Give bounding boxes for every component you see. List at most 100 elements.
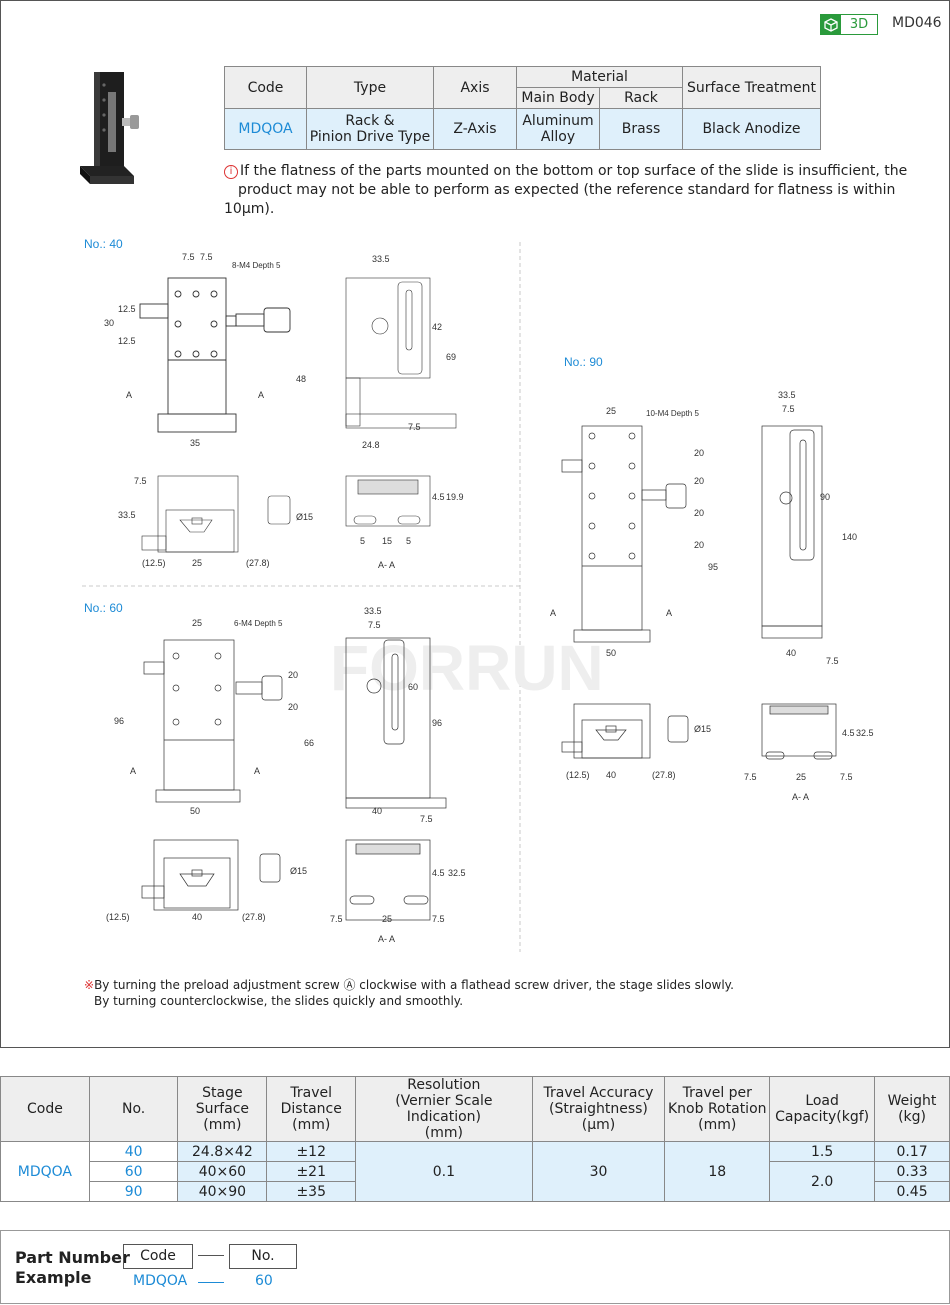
no60-d335: 33.5	[364, 606, 382, 616]
sel-header-accuracy: Travel Accuracy(Straightness) (μm)	[531, 1076, 666, 1142]
stage-h3: (mm)	[203, 1117, 242, 1133]
no60-d20a: 20	[288, 670, 298, 680]
no60-bphi: Ø15	[290, 866, 307, 876]
pn-title-1: Part Number	[15, 1248, 130, 1267]
header-rack: Rack	[599, 87, 683, 109]
no90-d140: 140	[842, 532, 857, 542]
travel-h2: Distance	[280, 1101, 342, 1117]
no60-b278: (27.8)	[242, 912, 266, 922]
no90-a1: A	[550, 608, 556, 618]
no60-c75b: 7.5	[432, 914, 445, 924]
no40-d125b: 12.5	[118, 336, 136, 346]
no40-b75: 7.5	[134, 476, 147, 486]
no60-d60: 60	[408, 682, 418, 692]
no60-label: No.: 60	[84, 601, 123, 615]
3d-model-button[interactable]: 3D	[820, 14, 878, 35]
no90-d20a: 20	[694, 448, 704, 458]
document-code: MD046	[892, 15, 942, 31]
no90-label: No.: 90	[564, 355, 603, 369]
sel-weight-90: 0.45	[874, 1181, 950, 1202]
notice-line-1: If the flatness of the parts mounted on …	[240, 163, 908, 179]
load-h1: Load	[805, 1093, 839, 1109]
no40-d42: 42	[432, 322, 442, 332]
no90-d25: 25	[606, 406, 616, 416]
info-icon: i	[224, 165, 238, 179]
no90-holes: 10-M4 Depth 5	[646, 409, 699, 418]
pn-no-value: 60	[255, 1273, 273, 1289]
main-body-line-1: Aluminum	[522, 113, 594, 129]
res-h3: (mm)	[424, 1125, 463, 1141]
sel-travel-40: ±12	[266, 1141, 357, 1162]
no60-d20b: 20	[288, 702, 298, 712]
no60-d25: 25	[192, 618, 202, 628]
no90-d20b: 20	[694, 476, 704, 486]
rot-h2: Knob Rotation	[668, 1101, 767, 1117]
no60-a2: A	[254, 766, 260, 776]
sel-no-90: 90	[88, 1181, 179, 1202]
no90-d75: 7.5	[782, 404, 795, 414]
pn-title-2: Example	[15, 1268, 92, 1287]
no40-bphi: Ø15	[296, 512, 313, 522]
no40-d335: 33.5	[372, 254, 390, 264]
3d-label: 3D	[849, 17, 869, 32]
no90-d20d: 20	[694, 540, 704, 550]
cell-surface: Black Anodize	[682, 108, 821, 150]
no60-d50: 50	[190, 806, 200, 816]
no90-c75b: 7.5	[840, 772, 853, 782]
header-type: Type	[306, 66, 434, 109]
no60-d96: 96	[114, 716, 124, 726]
no40-b335: 33.5	[118, 510, 136, 520]
header-axis: Axis	[433, 66, 517, 109]
no90-d75b: 7.5	[826, 656, 839, 666]
no60-c45: 4.5	[432, 868, 445, 878]
no40-d75c: 7.5	[408, 422, 421, 432]
pn-no-box: No.	[229, 1244, 297, 1269]
no60-d75: 7.5	[368, 620, 381, 630]
no60-d75b: 7.5	[420, 814, 433, 824]
wt-h1: Weight	[887, 1093, 937, 1109]
no90-b125: (12.5)	[566, 770, 590, 780]
rot-h1: Travel per	[682, 1085, 752, 1101]
no90-d95: 95	[708, 562, 718, 572]
sel-no-40: 40	[88, 1141, 179, 1162]
no40-b25: 25	[192, 558, 202, 568]
sel-per-rotation: 18	[664, 1141, 771, 1202]
no90-d335: 33.5	[778, 390, 796, 400]
header-main-body: Main Body	[516, 87, 600, 109]
no40-caa: A- A	[378, 560, 395, 570]
rot-h3: (mm)	[698, 1117, 737, 1133]
wt-h2: (kg)	[898, 1109, 926, 1125]
acc-h1: Travel Accuracy	[543, 1085, 654, 1101]
no90-c75a: 7.5	[744, 772, 757, 782]
watermark: FORRUN	[330, 632, 604, 704]
type-line-1: Rack &	[345, 113, 395, 129]
no60-views	[141, 637, 447, 921]
no90-d40: 40	[786, 648, 796, 658]
sel-header-code: Code	[0, 1076, 90, 1142]
no60-b40: 40	[192, 912, 202, 922]
no60-d96b: 96	[432, 718, 442, 728]
no40-d75a: 7.5	[182, 252, 195, 262]
sel-stage-40: 24.8×42	[177, 1141, 268, 1162]
no60-c25: 25	[382, 914, 392, 924]
sel-weight-40: 0.17	[874, 1141, 950, 1162]
stage-h2: Surface	[195, 1101, 250, 1117]
no90-d90: 90	[820, 492, 830, 502]
no90-d50: 50	[606, 648, 616, 658]
no60-d66: 66	[304, 738, 314, 748]
sel-accuracy: 30	[531, 1141, 666, 1202]
cell-axis: Z-Axis	[433, 108, 517, 150]
no40-front-view	[139, 277, 291, 433]
no40-d35: 35	[190, 438, 200, 448]
preload-note-line-2: By turning counterclockwise, the slides …	[94, 994, 464, 1008]
no60-c75a: 7.5	[330, 914, 343, 924]
no90-views	[561, 425, 837, 760]
pn-code-value: MDQOA	[133, 1273, 188, 1289]
main-body-line-2: Alloy	[540, 129, 576, 145]
no40-c15: 15	[382, 536, 392, 546]
travel-h3: (mm)	[292, 1117, 331, 1133]
